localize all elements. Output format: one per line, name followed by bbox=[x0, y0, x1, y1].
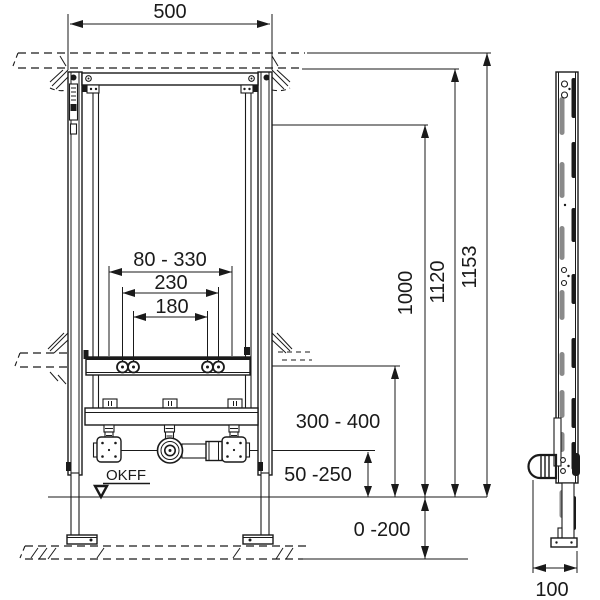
floor-hatch-left bbox=[30, 547, 105, 560]
water-connection-rail bbox=[83, 347, 251, 376]
side-view bbox=[527, 71, 580, 548]
rail-sticker bbox=[68, 83, 79, 135]
side-bracket-tab bbox=[572, 453, 580, 476]
okff-label: OKFF bbox=[106, 467, 146, 484]
anchor-hatch-right bbox=[271, 69, 291, 92]
lock-clip-right bbox=[258, 462, 263, 471]
wall-hatch-right bbox=[271, 332, 312, 361]
top-bolt-left bbox=[70, 74, 77, 81]
dim-range-300-400: 300 - 400 bbox=[272, 365, 400, 497]
dim-range-80-330: 80 - 330 bbox=[108, 249, 233, 356]
front-view: OKFF bbox=[48, 71, 487, 545]
dim-range-0-200: 0 -200 bbox=[303, 497, 468, 560]
dim-depth-100: 100 bbox=[532, 480, 578, 600]
rail-clip-right bbox=[244, 347, 250, 355]
dim-width-500: 500 bbox=[67, 1, 273, 70]
dimensions: 500 80 - 330 230 180 bbox=[67, 1, 578, 600]
okff-marker: OKFF bbox=[92, 467, 150, 500]
floor-band bbox=[19, 545, 308, 560]
ceiling-band bbox=[12, 52, 305, 92]
drain-pipe bbox=[181, 443, 209, 459]
dim-height-1000: 1000 bbox=[272, 124, 429, 497]
lower-crossbar bbox=[84, 398, 259, 426]
side-rail-holes bbox=[560, 80, 571, 287]
level-triangle-icon bbox=[92, 484, 110, 500]
gusset-left bbox=[82, 85, 87, 92]
side-drain-elbow bbox=[527, 417, 580, 480]
dim-0-200-label: 0 -200 bbox=[354, 519, 411, 541]
dim-height-1153: 1153 bbox=[307, 52, 491, 497]
water-ports bbox=[116, 360, 225, 374]
dim-50-250-label: 50 -250 bbox=[284, 464, 352, 486]
dim-180-label: 180 bbox=[155, 296, 188, 318]
rail-left bbox=[66, 71, 83, 476]
floor-hatch-right bbox=[232, 547, 294, 560]
lock-clip-left bbox=[66, 462, 71, 471]
anchor-hatch-left bbox=[49, 69, 69, 92]
wall-band-middle bbox=[14, 332, 312, 385]
drain-assembly bbox=[92, 436, 251, 464]
side-foot bbox=[550, 482, 578, 548]
dim-width-230: 230 bbox=[122, 272, 219, 361]
threaded-rods bbox=[103, 424, 240, 441]
dim-height-1120: 1120 bbox=[302, 68, 459, 497]
top-crossbar bbox=[81, 72, 259, 94]
dim-1153-label: 1153 bbox=[459, 245, 481, 288]
wall-hatch-left bbox=[47, 332, 69, 385]
dim-80-330-label: 80 - 330 bbox=[133, 249, 206, 271]
dim-230-label: 230 bbox=[154, 272, 187, 294]
pipe-coupling bbox=[205, 440, 223, 462]
foot-left bbox=[66, 472, 98, 545]
dim-width-180: 180 bbox=[133, 296, 208, 361]
rail-clip-left bbox=[83, 350, 89, 359]
dim-1000-label: 1000 bbox=[395, 271, 417, 316]
dim-100-label: 100 bbox=[535, 579, 568, 600]
dim-range-50-250: 50 -250 bbox=[284, 452, 372, 497]
dim-300-400-label: 300 - 400 bbox=[296, 411, 381, 433]
top-bolt-right bbox=[263, 74, 270, 81]
dim-500-label: 500 bbox=[153, 1, 186, 23]
dim-1120-label: 1120 bbox=[427, 260, 449, 303]
rail-right bbox=[257, 71, 273, 476]
gusset-right bbox=[253, 85, 258, 92]
foot-right bbox=[242, 472, 274, 545]
